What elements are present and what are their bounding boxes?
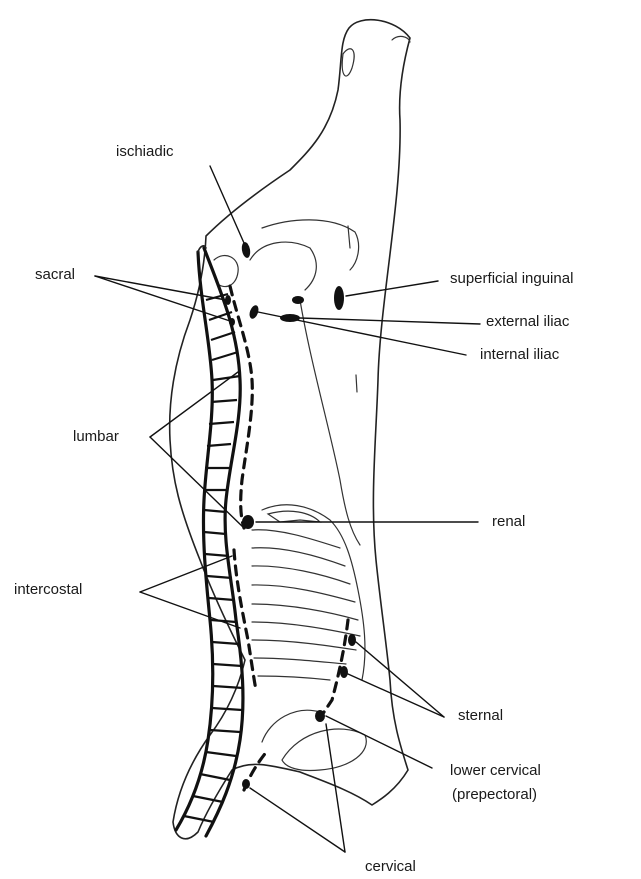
- leader-lines: [95, 166, 480, 852]
- sternal-node-1: [348, 634, 356, 646]
- ischiadic-node: [241, 241, 252, 258]
- leader-sacral-a: [95, 276, 226, 300]
- leader-internal-iliac: [258, 312, 466, 355]
- neck-curve: [262, 710, 320, 742]
- sacral-node-2: [229, 318, 235, 326]
- lower-cervical-node: [315, 710, 325, 722]
- leader-lower-cervical: [326, 716, 432, 768]
- shoulder-oval: [282, 729, 366, 771]
- ribs: [252, 530, 360, 680]
- label-superficial-inguinal: superficial inguinal: [450, 270, 573, 287]
- carcass-outline: [170, 20, 410, 839]
- spine-outer: [176, 252, 213, 830]
- label-sternal: sternal: [458, 707, 503, 724]
- leader-intercostal-a: [140, 556, 232, 592]
- external-iliac-node-a: [292, 296, 304, 304]
- label-cervical: cervical: [365, 858, 416, 875]
- label-internal-iliac: internal iliac: [480, 346, 559, 363]
- kidney-fat: [268, 511, 320, 522]
- hock-opening: [342, 49, 354, 76]
- leader-lumbar-b: [150, 437, 244, 528]
- leader-superficial-inguinal: [346, 281, 438, 296]
- label-lumbar: lumbar: [73, 428, 119, 445]
- hip-contour-inner: [250, 242, 316, 290]
- label-prepectoral: (prepectoral): [452, 786, 537, 803]
- label-lower-cervical: lower cervical: [450, 762, 541, 779]
- hip-contour-upper: [262, 220, 359, 270]
- label-renal: renal: [492, 513, 525, 530]
- sternal-node-2: [340, 666, 348, 678]
- label-ischiadic: ischiadic: [116, 143, 174, 160]
- leader-external-iliac: [300, 318, 480, 324]
- superficial-inguinal-node: [334, 286, 344, 310]
- leader-sternal-b: [348, 674, 444, 717]
- cervical-node: [242, 779, 250, 789]
- flank-mark-2: [356, 375, 357, 392]
- leader-intercostal-b: [140, 592, 240, 628]
- leader-sternal-a: [356, 642, 444, 717]
- label-intercostal: intercostal: [14, 581, 82, 598]
- leader-lumbar-a: [150, 372, 238, 437]
- leg-tip: [392, 36, 410, 42]
- leader-ischiadic: [210, 166, 244, 243]
- label-external-iliac: external iliac: [486, 313, 569, 330]
- leader-cervical-a: [250, 788, 345, 852]
- label-sacral: sacral: [35, 266, 75, 283]
